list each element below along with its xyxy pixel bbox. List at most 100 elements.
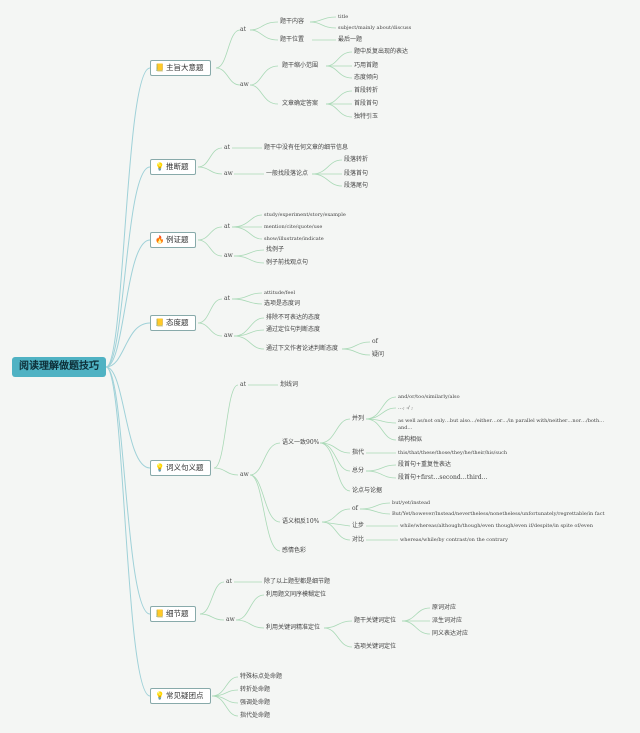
node-example-aw-2[interactable]: 例子前找观点句 bbox=[266, 259, 309, 266]
category-attitude[interactable]: 📒态度题 bbox=[150, 315, 196, 331]
node-example-at-2[interactable]: mention/cite/quote/use bbox=[264, 224, 323, 230]
node-argument[interactable]: 论点与论据 bbox=[352, 487, 383, 494]
node-option-keyword[interactable]: 选项关键词定位 bbox=[354, 643, 397, 650]
node-attitude-aw-2[interactable]: 通过定位句判断态度 bbox=[266, 326, 321, 333]
node-pronoun-text[interactable]: this/that/these/those/they/he/their/his/… bbox=[398, 450, 508, 456]
category-inference[interactable]: 💡推断题 bbox=[150, 159, 196, 175]
node-attitude-of[interactable]: of bbox=[372, 338, 378, 345]
node-vocab-of[interactable]: of bbox=[352, 505, 358, 512]
node-at[interactable]: at bbox=[224, 295, 230, 302]
node-summary-2[interactable]: 段首句+first…second…third… bbox=[398, 474, 488, 481]
node-inference-aw[interactable]: 一般找段落论点 bbox=[266, 170, 309, 177]
node-at[interactable]: at bbox=[224, 144, 230, 151]
node-detail-aw-1[interactable]: 利用题文同序模糊定位 bbox=[266, 591, 327, 598]
node-aw[interactable]: aw bbox=[226, 616, 235, 623]
node-attitude-at-1[interactable]: attitude/feel bbox=[264, 290, 296, 296]
node-detail-at[interactable]: 除了以上题型都是细节题 bbox=[264, 578, 331, 585]
category-example[interactable]: 🔥例证题 bbox=[150, 232, 196, 248]
node-parallel-1[interactable]: and/or/too/similarly/also bbox=[398, 394, 460, 400]
node-underlined-word[interactable]: 划线词 bbox=[280, 381, 299, 388]
node-aw[interactable]: aw bbox=[240, 81, 249, 88]
memo-icon: 📒 bbox=[155, 318, 165, 327]
category-label: 态度题 bbox=[166, 318, 189, 327]
node-of-2[interactable]: But/Yet/however/Instead/nevertheless/non… bbox=[392, 511, 605, 517]
node-attitude-doubt[interactable]: 疑问 bbox=[372, 351, 385, 358]
node-parallel[interactable]: 并列 bbox=[352, 415, 365, 422]
node-difficulty-2[interactable]: 转折处命题 bbox=[240, 686, 271, 693]
category-label: 词义句义题 bbox=[166, 463, 204, 472]
node-parallel-4[interactable]: 结构相似 bbox=[398, 436, 423, 443]
node-opposite[interactable]: 语义相反10% bbox=[282, 518, 320, 525]
node-answer-1[interactable]: 首段转折 bbox=[354, 87, 379, 94]
category-difficulty[interactable]: 💡常见疑团点 bbox=[150, 688, 211, 704]
node-attitude-aw-3[interactable]: 通过下文作者论述判断态度 bbox=[266, 345, 339, 352]
lightbulb-icon: 💡 bbox=[155, 691, 165, 700]
node-topic-position[interactable]: 题干位置 bbox=[280, 36, 305, 43]
node-same-meaning[interactable]: 语义一致90% bbox=[282, 439, 320, 446]
node-contrast-text[interactable]: whereas/while/by contrast/on the contrar… bbox=[400, 537, 508, 543]
node-at[interactable]: at bbox=[240, 26, 246, 33]
category-label: 推断题 bbox=[166, 162, 189, 171]
category-detail[interactable]: 📒细节题 bbox=[150, 606, 196, 622]
node-example-at-3[interactable]: show/illustrate/indicate bbox=[264, 236, 324, 242]
category-main-idea[interactable]: 📒主旨大意题 bbox=[150, 60, 211, 76]
fire-icon: 🔥 bbox=[155, 235, 165, 244]
node-answer-2[interactable]: 首段首句 bbox=[354, 100, 379, 107]
node-narrow-2[interactable]: 巧用首题 bbox=[354, 62, 379, 69]
node-concession-text[interactable]: while/whereas/although/though/even thoug… bbox=[400, 523, 593, 529]
node-parallel-3[interactable]: as well as/not only…but also…/either…or…… bbox=[398, 418, 605, 431]
node-parallel-2[interactable]: …; :/ ; bbox=[398, 405, 413, 411]
lightbulb-icon: 💡 bbox=[155, 463, 165, 472]
node-attitude-aw-1[interactable]: 排除不可表达的态度 bbox=[266, 314, 321, 321]
node-stem-kw-1[interactable]: 原词对应 bbox=[432, 604, 457, 611]
node-narrow[interactable]: 题干缩小范围 bbox=[282, 62, 319, 69]
node-example-at-1[interactable]: study/experiment/story/example bbox=[264, 212, 346, 218]
node-concession[interactable]: 让步 bbox=[352, 522, 365, 529]
node-pronoun[interactable]: 指代 bbox=[352, 449, 365, 456]
node-answer[interactable]: 文章确定答案 bbox=[282, 100, 319, 107]
node-topic-content[interactable]: 题干内容 bbox=[280, 18, 305, 25]
node-of-1[interactable]: but/yet/instead bbox=[392, 500, 431, 506]
category-label: 细节题 bbox=[166, 609, 189, 618]
lightbulb-icon: 💡 bbox=[155, 162, 165, 171]
root-node[interactable]: 阅读理解做题技巧 bbox=[12, 357, 106, 377]
node-inference-3[interactable]: 段落尾句 bbox=[344, 182, 369, 189]
node-difficulty-3[interactable]: 强调处命题 bbox=[240, 699, 271, 706]
node-aw[interactable]: aw bbox=[240, 471, 249, 478]
category-label: 主旨大意题 bbox=[166, 63, 204, 72]
node-answer-3[interactable]: 独特引玉 bbox=[354, 113, 379, 120]
node-inference-1[interactable]: 段落转折 bbox=[344, 156, 369, 163]
node-inference-2[interactable]: 段落首句 bbox=[344, 170, 369, 177]
node-aw[interactable]: aw bbox=[224, 252, 233, 259]
node-emotion[interactable]: 感情色彩 bbox=[282, 547, 307, 554]
node-detail-aw-2[interactable]: 利用关键词精准定位 bbox=[266, 624, 321, 631]
node-summary-1[interactable]: 段首句+重复性表达 bbox=[398, 461, 452, 468]
category-label: 例证题 bbox=[166, 235, 189, 244]
node-at[interactable]: at bbox=[240, 381, 246, 388]
node-at[interactable]: at bbox=[226, 578, 232, 585]
node-at[interactable]: at bbox=[224, 223, 230, 230]
node-narrow-3[interactable]: 态度倾向 bbox=[354, 74, 379, 81]
node-title[interactable]: title bbox=[338, 14, 349, 20]
node-stem-kw-3[interactable]: 同义表达对应 bbox=[432, 630, 469, 637]
node-contrast[interactable]: 对比 bbox=[352, 536, 365, 543]
node-summary[interactable]: 总分 bbox=[352, 467, 365, 474]
category-label: 常见疑团点 bbox=[166, 691, 204, 700]
node-aw[interactable]: aw bbox=[224, 332, 233, 339]
node-inference-at[interactable]: 题干中没有任何文章的细节信息 bbox=[264, 144, 349, 151]
category-vocab[interactable]: 💡词义句义题 bbox=[150, 460, 211, 476]
memo-icon: 📒 bbox=[155, 609, 165, 618]
node-aw[interactable]: aw bbox=[224, 170, 233, 177]
node-subject[interactable]: subject/mainly about/discuss bbox=[338, 25, 412, 31]
notebook-icon: 📒 bbox=[155, 63, 165, 72]
node-narrow-1[interactable]: 题中反复出现的表达 bbox=[354, 48, 409, 55]
node-example-aw-1[interactable]: 找例子 bbox=[266, 246, 285, 253]
node-difficulty-4[interactable]: 指代处命题 bbox=[240, 712, 271, 719]
node-difficulty-1[interactable]: 特殊标点处命题 bbox=[240, 673, 283, 680]
node-attitude-at-2[interactable]: 选项是态度词 bbox=[264, 300, 301, 307]
node-stem-kw-2[interactable]: 派生词对应 bbox=[432, 617, 463, 624]
node-last-para[interactable]: 最后一题 bbox=[338, 36, 363, 43]
node-stem-keyword[interactable]: 题干关键词定位 bbox=[354, 617, 397, 624]
